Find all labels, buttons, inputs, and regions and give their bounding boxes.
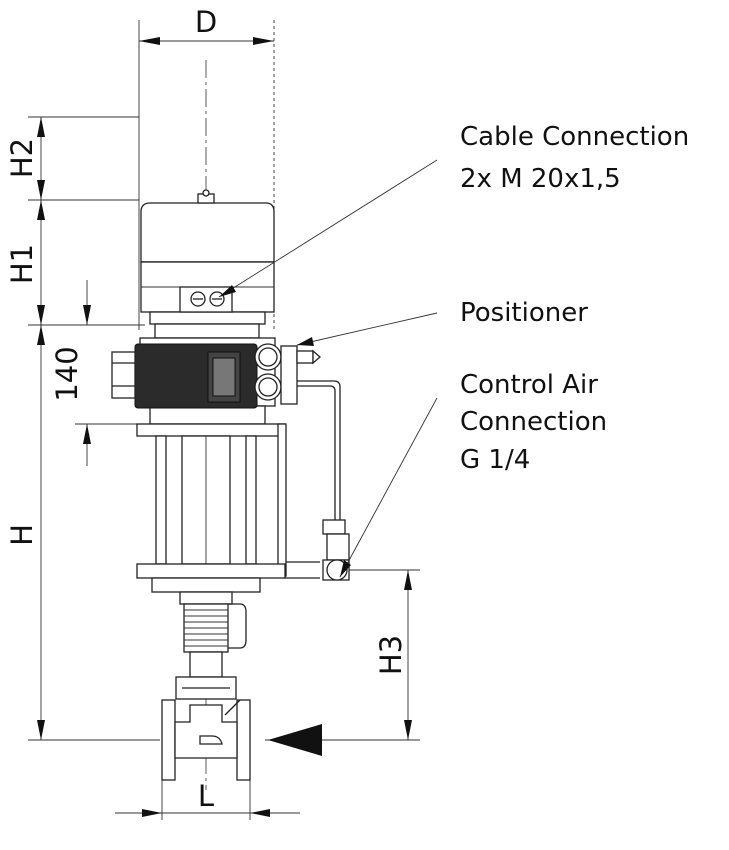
dimension-140: 140 — [50, 280, 145, 466]
dimension-label-h: H — [5, 524, 39, 546]
cable-connection-plate — [179, 286, 233, 313]
callout-positioner: Positioner — [460, 298, 588, 328]
callout-control-air: Control Air — [460, 370, 598, 400]
callout-cable-connection: Cable Connection — [460, 122, 689, 152]
leader-lines — [218, 159, 438, 578]
dimension-label-h2: H2 — [5, 138, 39, 178]
dimension-h: H — [5, 325, 160, 741]
dimension-label-h1: H1 — [5, 244, 39, 284]
callout-air-thread: G 1/4 — [460, 445, 530, 475]
air-tubing — [285, 380, 350, 581]
callout-connection: Connection — [460, 407, 607, 437]
dimension-label-d: D — [195, 5, 217, 39]
bellows — [179, 591, 247, 678]
flow-direction-arrow — [268, 724, 322, 756]
dimension-label-h3: H3 — [374, 635, 408, 675]
dimension-label-140: 140 — [50, 346, 84, 401]
dimension-h3: H3 — [265, 569, 420, 756]
dimension-label-l: L — [198, 779, 214, 813]
yoke-columns — [136, 423, 287, 593]
dimension-h1: H1 — [5, 200, 139, 326]
callout-cable-spec: 2x M 20x1,5 — [460, 164, 621, 194]
dimension-h2: H2 — [5, 116, 139, 201]
pressure-gauges — [254, 343, 321, 405]
valve-body — [161, 676, 251, 781]
positioner — [111, 343, 258, 409]
